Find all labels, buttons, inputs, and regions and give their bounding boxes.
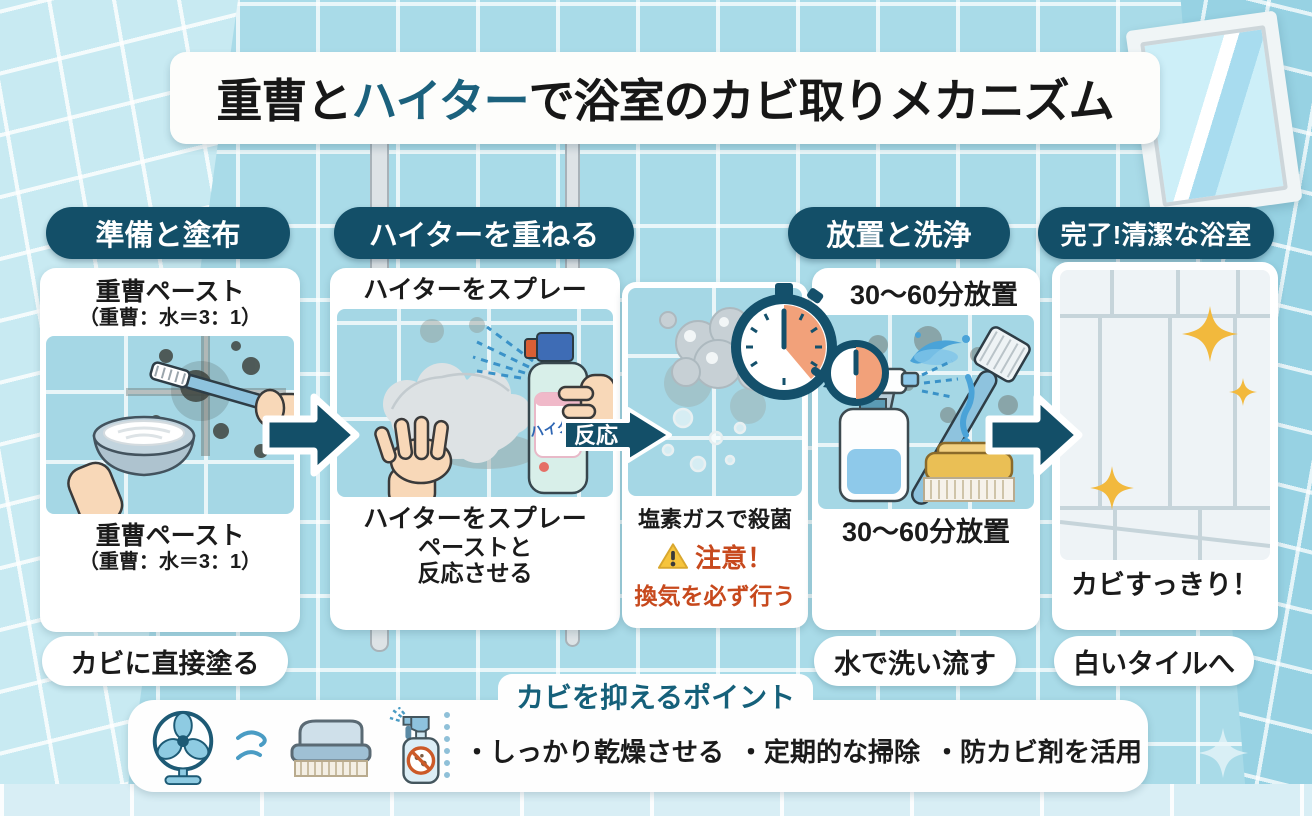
step2-caption-line2: ペーストと	[418, 533, 532, 560]
arrow-step3-to-step4	[985, 393, 1083, 477]
dotted-divider	[444, 712, 450, 778]
step4-caption: カビすっきり！	[1071, 570, 1259, 600]
step3-footer-pill: 水で洗い流す	[814, 636, 1016, 686]
clean-tiles-illustration	[1060, 270, 1270, 560]
hand-brush-icon	[923, 441, 1015, 503]
step1-card: 重曹ペースト （重曹：水＝3：1）	[40, 268, 300, 632]
haiter-spray-illustration: ハイター	[337, 308, 613, 497]
sparkle-icons	[1090, 306, 1257, 510]
step4-card: カビすっきり！	[1052, 262, 1278, 630]
wind-icon	[236, 730, 267, 760]
title-banner: 重曹とハイターで浴室のカビ取りメカニズム	[170, 52, 1160, 144]
step3-header: 放置と洗浄	[788, 207, 1010, 259]
arrow-step1-to-step2	[262, 393, 360, 477]
step1-footer-pill: カビに直接塗る	[42, 636, 288, 686]
spray-mist	[472, 325, 534, 380]
spray-mist	[921, 359, 959, 399]
wiping-hand	[374, 415, 453, 497]
clean-tile-grout	[1060, 270, 1270, 560]
window-pane	[1140, 25, 1288, 207]
reaction-arrow-label: 反応	[574, 423, 618, 448]
reaction-effect-text: 塩素ガスで殺菌	[637, 507, 792, 532]
step4-header: 完了!清潔な浴室	[1038, 207, 1274, 259]
tip-item-dry: ・しっかり乾燥させる	[464, 737, 725, 767]
step2-caption-line3: 反応させる	[417, 559, 533, 586]
warning-body: 換気を必ず行う	[634, 583, 796, 609]
step4-footer-pill: 白いタイルへ	[1054, 636, 1254, 686]
spray-bottle-icon	[838, 367, 920, 503]
step1-caption-title: 重曹ペースト	[95, 521, 245, 550]
tip-item-antimold: ・防カビ剤を活用	[934, 737, 1143, 767]
anti-mold-spray-icon	[389, 707, 440, 785]
warning-title: 注意！	[694, 543, 773, 573]
tips-panel: ・しっかり乾燥させる ・定期的な掃除 ・防カビ剤を活用	[128, 700, 1148, 792]
step3-top-label: 30〜60分放置	[849, 280, 1019, 310]
tip-item-clean: ・定期的な掃除	[738, 737, 921, 767]
baking-soda-paste-illustration	[46, 335, 294, 514]
sparkle-icon	[1198, 728, 1248, 778]
stopwatch-icon	[731, 283, 889, 406]
title-part2: で浴室のカビ取りメカニズム	[528, 75, 1115, 127]
scrub-brush-icon	[290, 719, 372, 777]
step1-header: 準備と塗布	[46, 207, 290, 259]
step2-header: ハイターを重ねる	[334, 207, 634, 259]
step2-top-title: ハイターをスプレー	[363, 276, 587, 304]
step1-top-ratio: （重曹：水＝3：1）	[78, 306, 262, 329]
small-bubbles	[661, 407, 747, 473]
step1-caption-ratio: （重曹：水＝3：1）	[78, 550, 262, 573]
step2-caption-line1: ハイターをスプレー	[363, 504, 587, 533]
title-highlight: ハイター	[351, 75, 529, 127]
fan-icon	[152, 710, 214, 786]
bowl-of-paste-icon	[67, 415, 196, 514]
tips-title: カビを抑えるポイント	[498, 674, 814, 718]
step3-bottom-label: 30〜60分放置	[841, 517, 1011, 548]
warning-triangle-icon	[657, 543, 689, 569]
title-part1: 重曹と	[216, 75, 352, 127]
step1-top-title: 重曹ペースト	[95, 278, 245, 306]
reaction-arrow: 反応	[562, 407, 672, 463]
